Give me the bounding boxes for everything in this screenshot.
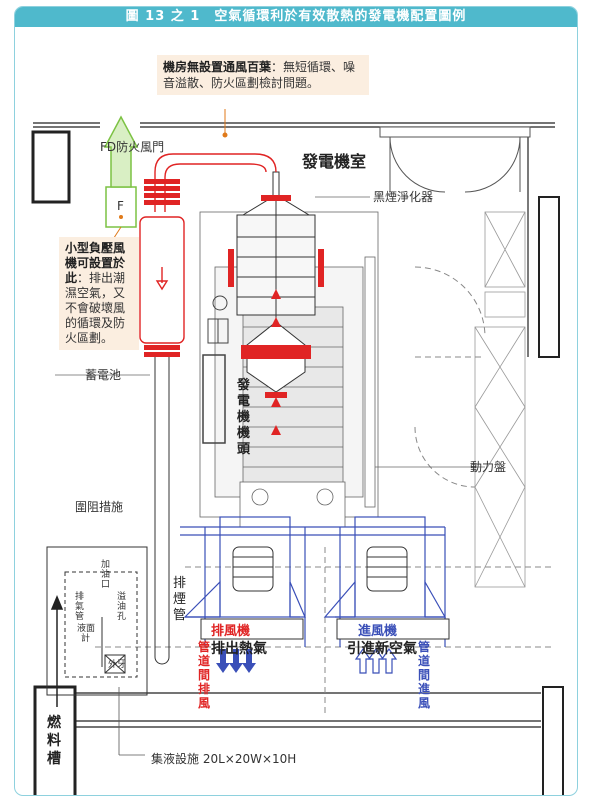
fan-f-label: F bbox=[117, 199, 124, 213]
left-note: 小型負壓風機可設置於此：排出潮濕空氣，又不會破壞風的循環及防火區劃。 bbox=[59, 237, 139, 350]
svg-text:電: 電 bbox=[237, 394, 250, 409]
svg-text:道: 道 bbox=[198, 653, 210, 668]
vent-pipe-label: 排 氣 管 bbox=[75, 590, 84, 622]
svg-text:燃: 燃 bbox=[47, 714, 62, 731]
svg-text:排: 排 bbox=[75, 590, 84, 602]
fuel-tank-area bbox=[46, 546, 148, 696]
fan-label-boxes bbox=[200, 618, 450, 640]
svg-text:風: 風 bbox=[198, 696, 210, 710]
fd-door-label: FD防火風門 bbox=[100, 139, 164, 154]
svg-text:口: 口 bbox=[101, 580, 110, 590]
svg-text:機: 機 bbox=[237, 409, 250, 425]
svg-text:液面: 液面 bbox=[77, 622, 95, 634]
svg-text:管: 管 bbox=[418, 639, 430, 654]
exhaust-pipe-red bbox=[139, 153, 277, 344]
outer-wrap-label: 外牙 bbox=[108, 658, 126, 670]
svg-text:頭: 頭 bbox=[237, 442, 251, 457]
figure-frame: 圖 13 之 1 空氣循環利於有效散熱的發電機配置圖例 bbox=[14, 6, 578, 796]
room-label: 發電機室 bbox=[301, 152, 366, 171]
exhaust-pipe-red-rings bbox=[144, 179, 180, 357]
drain-label: 集液設施 20L×20W×10H bbox=[151, 751, 296, 766]
svg-text:槽: 槽 bbox=[47, 750, 61, 767]
svg-text:計: 計 bbox=[81, 632, 90, 644]
fill-port-label: 加 油 口 bbox=[101, 559, 110, 590]
svg-text:油: 油 bbox=[101, 568, 110, 580]
svg-text:管: 管 bbox=[75, 610, 84, 622]
power-panel-lattice bbox=[474, 211, 526, 588]
svg-text:孔: 孔 bbox=[117, 611, 126, 622]
fan-blue-frames bbox=[180, 516, 447, 647]
intake-fan-label: 進風機 bbox=[358, 623, 397, 639]
duct-intake-label: 管 道 間 進 風 bbox=[418, 639, 431, 710]
fan-motors bbox=[232, 546, 408, 592]
overflow-label: 溢 油 孔 bbox=[117, 590, 126, 622]
tank-arrow bbox=[50, 595, 64, 707]
exhaust-pipe-label: 排 煙 管 bbox=[173, 576, 186, 623]
top-note-bold: 機房無設置通風百葉 bbox=[163, 60, 272, 74]
battery-block bbox=[202, 295, 229, 444]
svg-text:料: 料 bbox=[47, 732, 61, 749]
exhaust-pipe-down bbox=[154, 357, 170, 665]
exhaust-arrows bbox=[216, 649, 256, 673]
svg-text:機: 機 bbox=[237, 425, 250, 441]
gen-head-label: 發 電 機 機 頭 bbox=[236, 377, 251, 457]
floor-plan-diagram: FD防火風門 F 發電機室 黑煙淨化器 蓄電池 動力盤 圍阻措施 排風機 進風機… bbox=[31, 109, 564, 795]
barrier-label: 圍阻措施 bbox=[75, 500, 123, 514]
svg-text:排: 排 bbox=[173, 576, 186, 591]
svg-text:管: 管 bbox=[198, 639, 210, 654]
figure-title: 圖 13 之 1 空氣循環利於有效散熱的發電機配置圖例 bbox=[15, 7, 577, 27]
exhaust-fan-label: 排風機 bbox=[211, 623, 250, 639]
left-note-text: ：排出潮濕空氣，又不會破壞風的循環及防火區劃。 bbox=[65, 271, 126, 345]
svg-text:溢: 溢 bbox=[117, 590, 126, 602]
intake-air-label: 引進新空氣 bbox=[347, 640, 417, 657]
svg-text:間: 間 bbox=[198, 668, 210, 682]
fuel-tank-label: 燃 料 槽 bbox=[47, 714, 62, 767]
svg-text:進: 進 bbox=[418, 681, 431, 696]
svg-text:道: 道 bbox=[418, 653, 430, 668]
dpf-red-flanges bbox=[228, 195, 324, 435]
power-panel-label: 動力盤 bbox=[470, 460, 506, 474]
dpf-label: 黑煙淨化器 bbox=[373, 190, 433, 204]
svg-text:加: 加 bbox=[101, 559, 110, 570]
svg-text:發: 發 bbox=[236, 377, 250, 393]
left-note-bold: 小型負壓風機可設置於此 bbox=[65, 241, 126, 285]
top-note-text: ：無短循環、噪音溢散、防火區劃檢討問題。 bbox=[163, 60, 356, 90]
svg-text:煙: 煙 bbox=[173, 592, 186, 607]
svg-text:管: 管 bbox=[173, 608, 186, 623]
svg-text:氣: 氣 bbox=[75, 600, 84, 612]
intake-arrows bbox=[354, 647, 398, 674]
svg-text:風: 風 bbox=[418, 696, 430, 710]
top-note-dot bbox=[222, 132, 228, 138]
top-note: 機房無設置通風百葉：無短循環、噪音溢散、防火區劃檢討問題。 bbox=[157, 55, 369, 95]
left-note-dot bbox=[119, 215, 123, 219]
oil-gauge-label: 液面 計 bbox=[77, 622, 95, 644]
duct-exhaust-label: 管 道 間 排 風 bbox=[198, 639, 210, 710]
battery-label: 蓄電池 bbox=[85, 368, 121, 382]
double-door bbox=[379, 126, 531, 193]
svg-text:排: 排 bbox=[198, 681, 210, 696]
svg-text:間: 間 bbox=[418, 668, 430, 682]
exhaust-heat-label: 排出熱氣 bbox=[211, 640, 267, 657]
svg-text:油: 油 bbox=[117, 600, 126, 612]
